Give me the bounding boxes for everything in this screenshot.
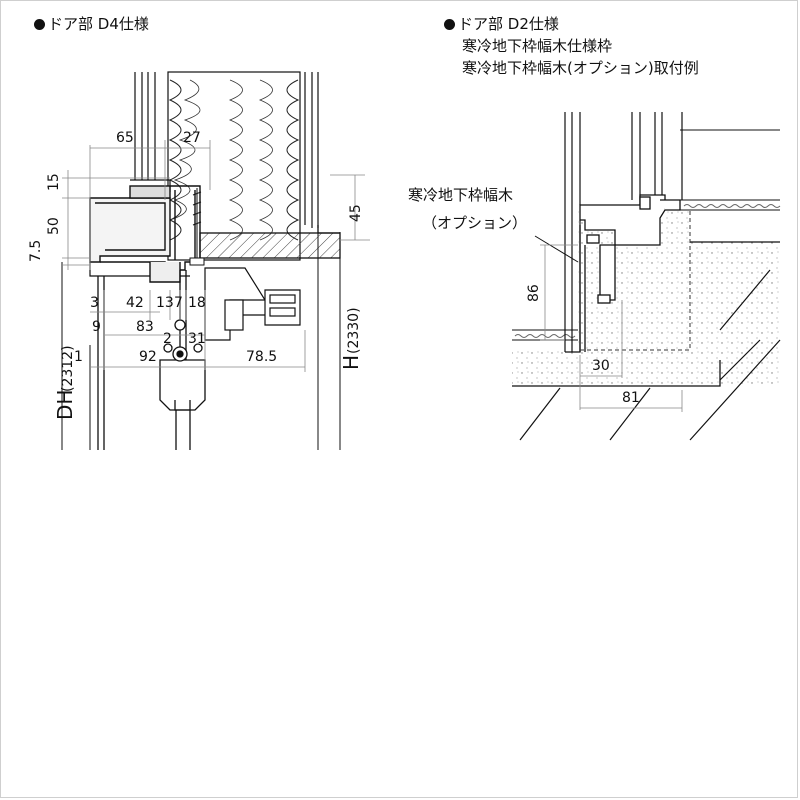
callout-label-1: 寒冷地下枠幅木 (408, 186, 513, 204)
dim-31: 31 (188, 331, 206, 347)
callout: 寒冷地下枠幅木 （オプション） (408, 186, 579, 263)
dim-9: 9 (92, 319, 101, 335)
svg-text:(2312): (2312) (60, 345, 76, 392)
insulation-wall (167, 71, 301, 261)
dim-27: 27 (183, 130, 201, 146)
left-dimension-labels: 65 27 15 50 7.5 45 3 42 13 7 18 9 83 2 3… (28, 130, 364, 365)
right-section-drawing: 寒冷地下枠幅木 （オプション） 86 30 81 (408, 112, 781, 441)
right-dimension-labels: 86 30 81 (526, 284, 640, 406)
bullet-icon (34, 19, 45, 30)
right-frame-verticals (564, 112, 683, 353)
callout-label-2: （オプション） (422, 214, 527, 232)
dim-2: 2 (163, 331, 172, 347)
dim-42: 42 (126, 295, 144, 311)
reference-lines (61, 228, 341, 450)
right-sill-profile (579, 194, 681, 352)
dim-15: 15 (46, 173, 62, 191)
hidden-outline (580, 210, 691, 351)
dim-7: 7 (174, 295, 183, 311)
right-subtitle-1: 寒冷地下枠幅木仕様枠 (462, 37, 613, 55)
wall-return (317, 225, 340, 234)
svg-text:(2330): (2330) (346, 307, 362, 354)
dim-7-5: 7.5 (28, 240, 44, 262)
dim-3: 3 (90, 295, 99, 311)
dim-78-5: 78.5 (246, 349, 277, 365)
dim-92: 92 (139, 349, 157, 365)
dim-83: 83 (136, 319, 154, 335)
dim-30: 30 (592, 358, 610, 374)
dim-65: 65 (116, 130, 134, 146)
concrete-foundation (512, 210, 780, 386)
dim-86: 86 (526, 284, 542, 302)
screw-icon (189, 188, 205, 266)
concrete-outline (512, 360, 721, 387)
right-dimension-lines (540, 244, 683, 412)
threshold-bracket (204, 267, 301, 341)
left-title: ドア部 D4仕様 (34, 14, 149, 34)
dim-50: 50 (46, 217, 62, 235)
right-subtitle-2: 寒冷地下枠幅木(オプション)取付例 (462, 59, 699, 77)
right-title: ドア部 D2仕様 (444, 14, 559, 34)
dh-label: DH (2312) (53, 345, 77, 420)
dim-18: 18 (188, 295, 206, 311)
dim-45: 45 (348, 204, 364, 222)
door-frame-profile (89, 185, 201, 283)
dim-13: 13 (156, 295, 174, 311)
floor-member (199, 232, 341, 259)
h-label: H (2330) (339, 307, 363, 370)
bullet-icon (444, 19, 455, 30)
dim-81: 81 (622, 390, 640, 406)
dim-1: 1 (74, 349, 83, 365)
svg-text:H: H (339, 355, 363, 370)
dimension-lines (62, 140, 370, 372)
left-section-drawing: 65 27 15 50 7.5 45 3 42 13 7 18 9 83 2 3… (28, 71, 370, 450)
svg-text:DH: DH (53, 390, 77, 420)
ground-hatch (519, 269, 781, 441)
